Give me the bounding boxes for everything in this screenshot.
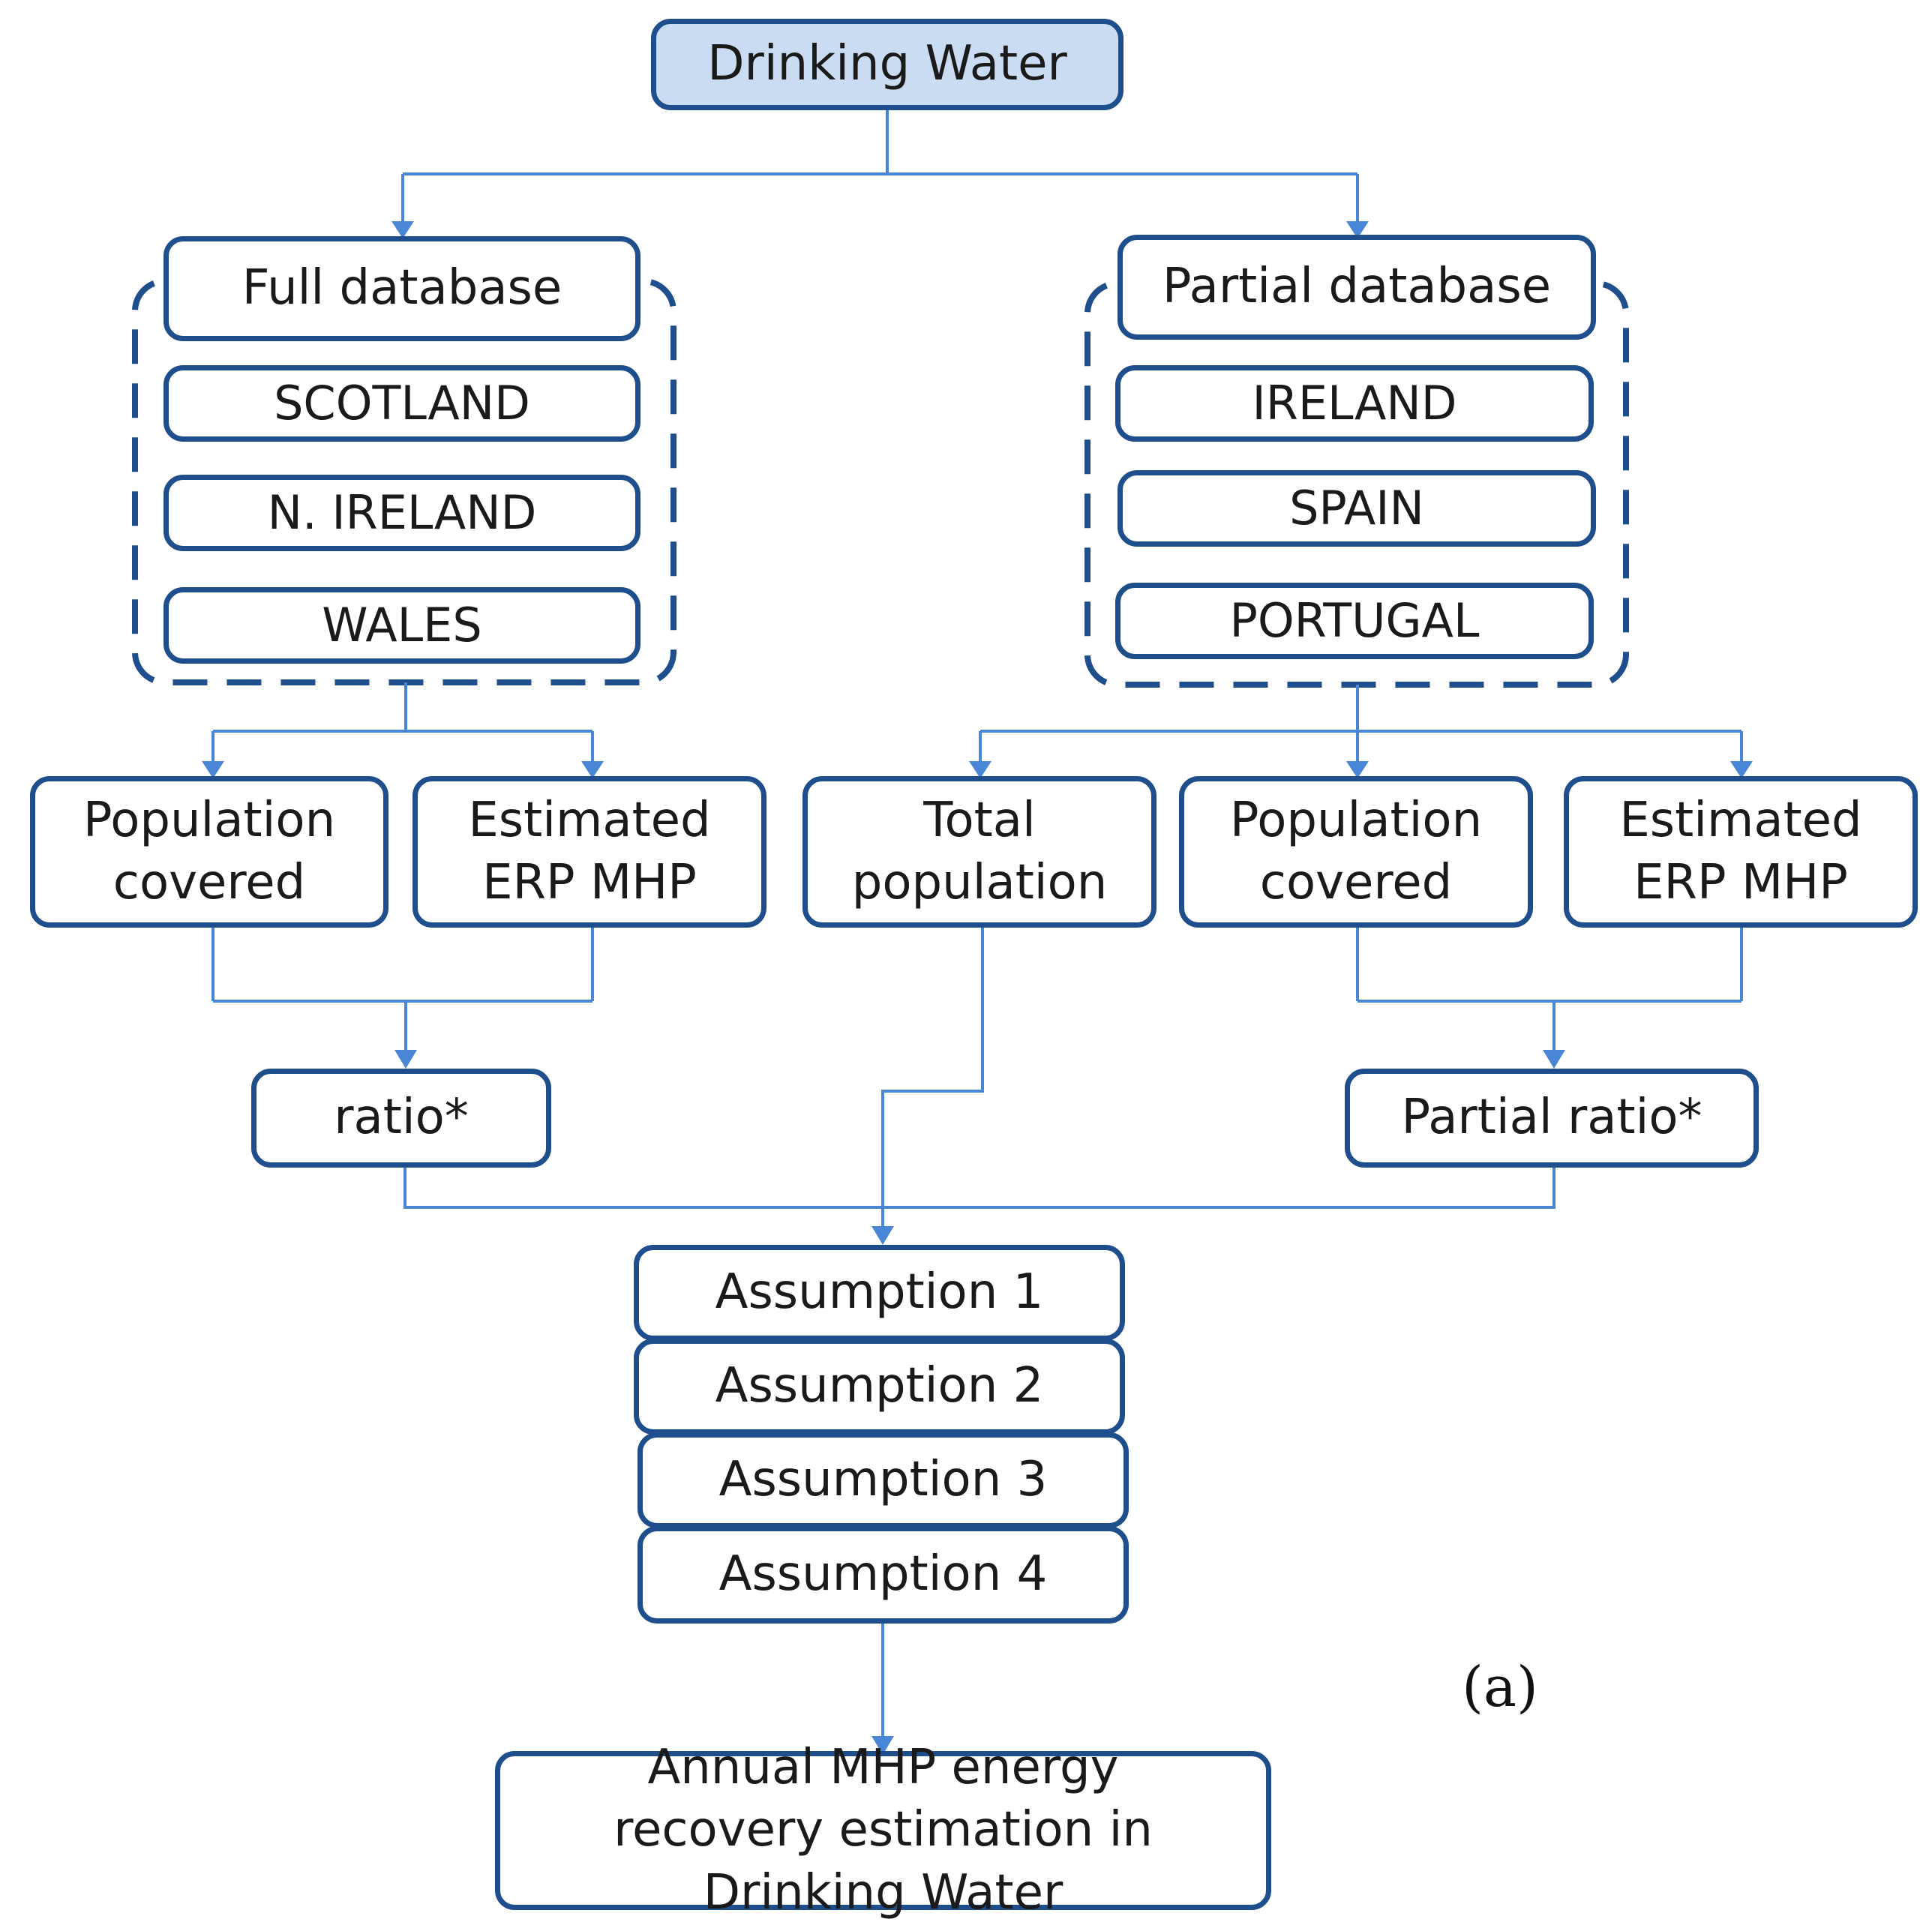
arrowhead <box>872 1226 894 1245</box>
partial-ratio-node: Partial ratio* <box>1345 1069 1759 1168</box>
panel-label: (a) <box>1462 1655 1538 1720</box>
country-scotland-node: SCOTLAND <box>164 365 640 442</box>
arrowhead <box>1730 761 1753 778</box>
arrowhead <box>202 761 224 778</box>
arrowhead <box>872 1736 894 1755</box>
connector-ratios-bar <box>404 1166 1556 1209</box>
arrowhead <box>1346 761 1369 778</box>
full-database-node: Full database <box>164 236 640 341</box>
connector-root-split <box>401 109 1359 225</box>
country-spain-node: SPAIN <box>1118 470 1596 547</box>
full-population-covered-node: Population covered <box>30 776 388 928</box>
country-ireland-node: IRELAND <box>1115 365 1594 442</box>
arrowhead <box>1543 1050 1565 1069</box>
assumption-2-node: Assumption 2 <box>634 1339 1125 1435</box>
connector-full-merge <box>212 927 594 1054</box>
assumption-4-node: Assumption 4 <box>638 1526 1129 1624</box>
assumption-3-node: Assumption 3 <box>638 1432 1129 1528</box>
arrowhead <box>394 1050 417 1069</box>
ratio-node: ratio* <box>251 1069 551 1168</box>
arrowhead <box>581 761 604 778</box>
partial-population-covered-node: Population covered <box>1179 776 1533 928</box>
drinking-water-node: Drinking Water <box>651 19 1124 110</box>
assumption-1-node: Assumption 1 <box>634 1245 1125 1341</box>
country-n-ireland-node: N. IRELAND <box>164 475 640 551</box>
country-wales-node: WALES <box>164 587 640 664</box>
arrowhead <box>392 221 414 238</box>
partial-estimated-erp-node: Estimated ERP MHP <box>1564 776 1918 928</box>
partial-database-node: Partial database <box>1118 235 1596 340</box>
country-portugal-node: PORTUGAL <box>1115 583 1594 659</box>
connector-full-split <box>212 682 594 765</box>
partial-total-population-node: Total population <box>802 776 1156 928</box>
annual-energy-recovery-node: Annual MHP energy recovery estimation in… <box>495 1740 1271 1921</box>
arrowhead <box>1346 221 1369 238</box>
connector-partial-merge <box>1356 927 1743 1054</box>
connector-partial-split <box>979 685 1743 765</box>
full-estimated-erp-node: Estimated ERP MHP <box>412 776 766 928</box>
connector-total-population <box>881 927 984 1230</box>
arrowhead <box>969 761 992 778</box>
